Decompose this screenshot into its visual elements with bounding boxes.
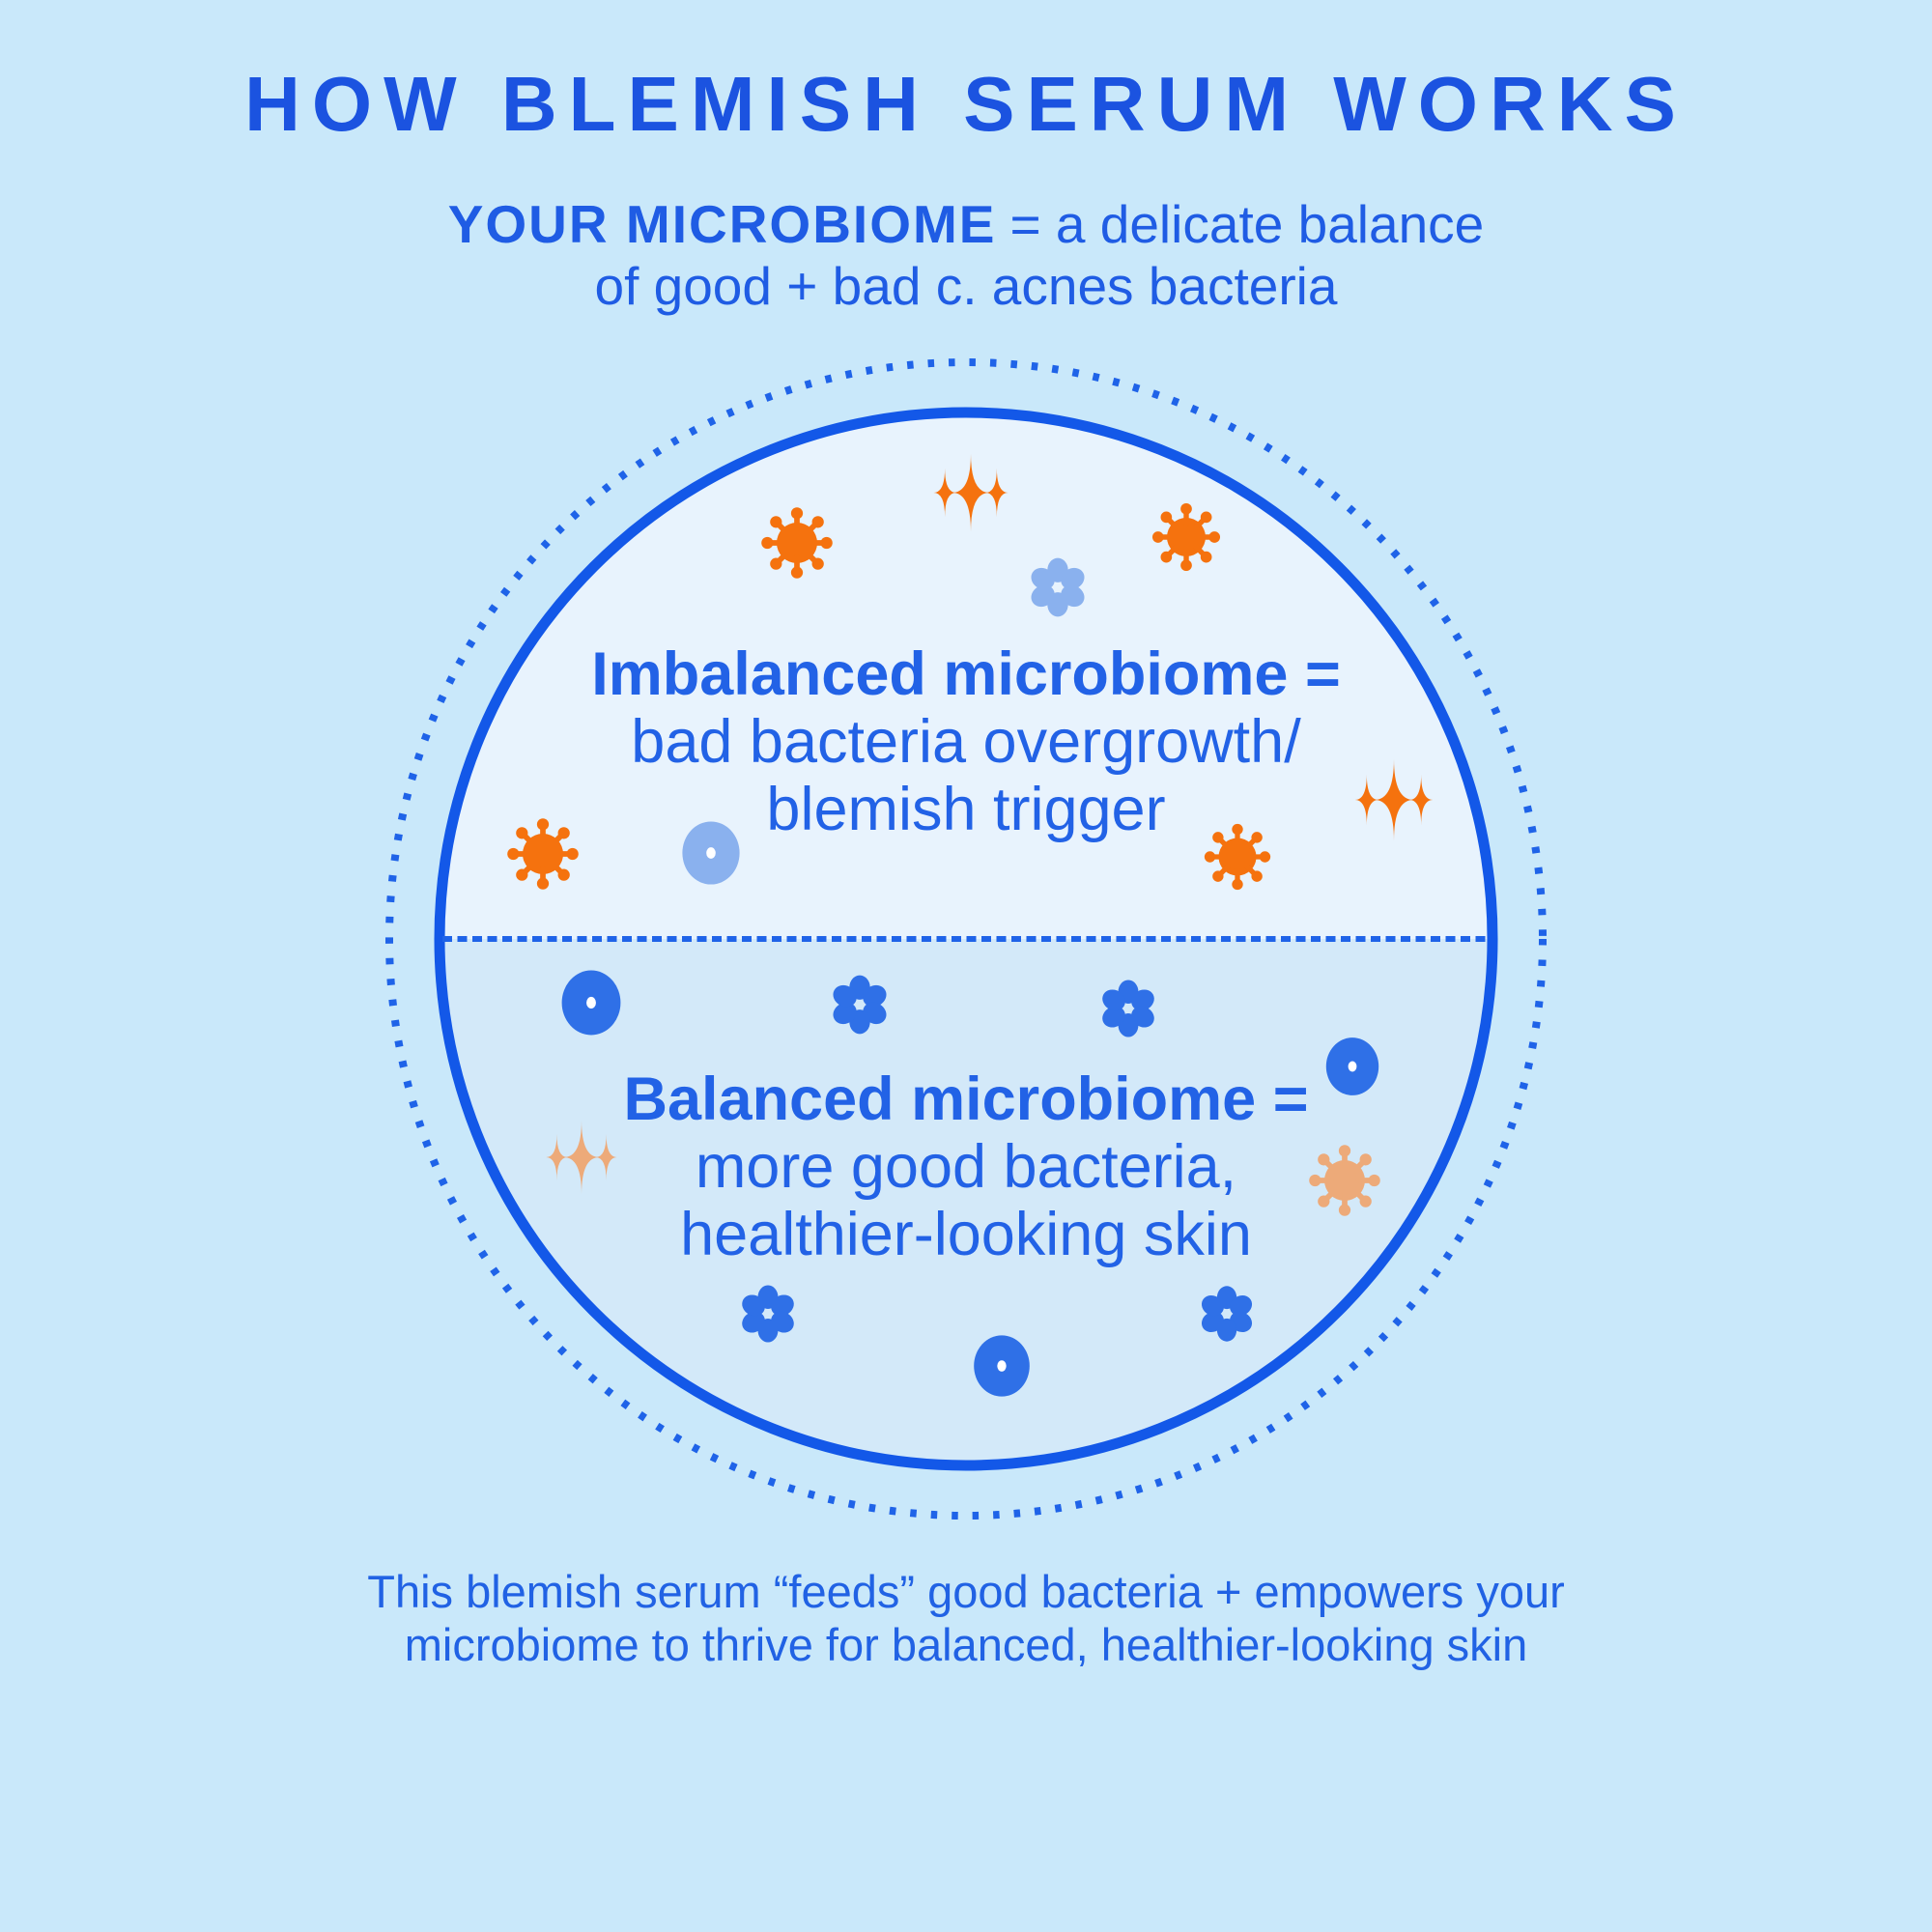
subtitle-rest: = a delicate balance: [1009, 194, 1485, 254]
caption-line1: This blemish serum “feeds” good bacteria…: [367, 1566, 1565, 1617]
bad-bacteria-virus-icon: [1151, 502, 1221, 572]
subtitle-line2: of good + bad c. acnes bacteria: [594, 256, 1338, 316]
microbiome-circle-border: [434, 407, 1498, 1471]
subtitle: YOUR MICROBIOME= a delicate balance of g…: [0, 193, 1932, 317]
footer-caption: This blemish serum “feeds” good bacteria…: [0, 1565, 1932, 1671]
imbalanced-microbiome-label: Imbalanced microbiome = bad bacteria ove…: [0, 640, 1932, 843]
subtitle-highlight: YOUR MICROBIOME: [447, 194, 997, 254]
balanced-line3: healthier-looking skin: [680, 1201, 1252, 1268]
page-title: HOW BLEMISH SERUM WORKS: [244, 61, 1688, 147]
good-bacteria-cell-icon: [561, 970, 621, 1036]
balanced-microbiome-label: Balanced microbiome = more good bacteria…: [0, 1065, 1932, 1268]
good-bacteria-cell-icon: [974, 1335, 1030, 1397]
bad-bacteria-virus-icon: [761, 507, 833, 579]
balanced-line2: more good bacteria,: [695, 1133, 1237, 1201]
subtitle-line1: YOUR MICROBIOME= a delicate balance: [0, 193, 1932, 255]
caption-line2: microbiome to thrive for balanced, healt…: [404, 1619, 1528, 1670]
imbalanced-line2: bad bacteria overgrowth/: [631, 708, 1301, 776]
imbalanced-line3: blemish trigger: [766, 776, 1166, 843]
balanced-heading: Balanced microbiome =: [623, 1065, 1309, 1133]
imbalanced-heading: Imbalanced microbiome =: [591, 640, 1341, 708]
dotted-outer-ring: [385, 358, 1547, 1520]
